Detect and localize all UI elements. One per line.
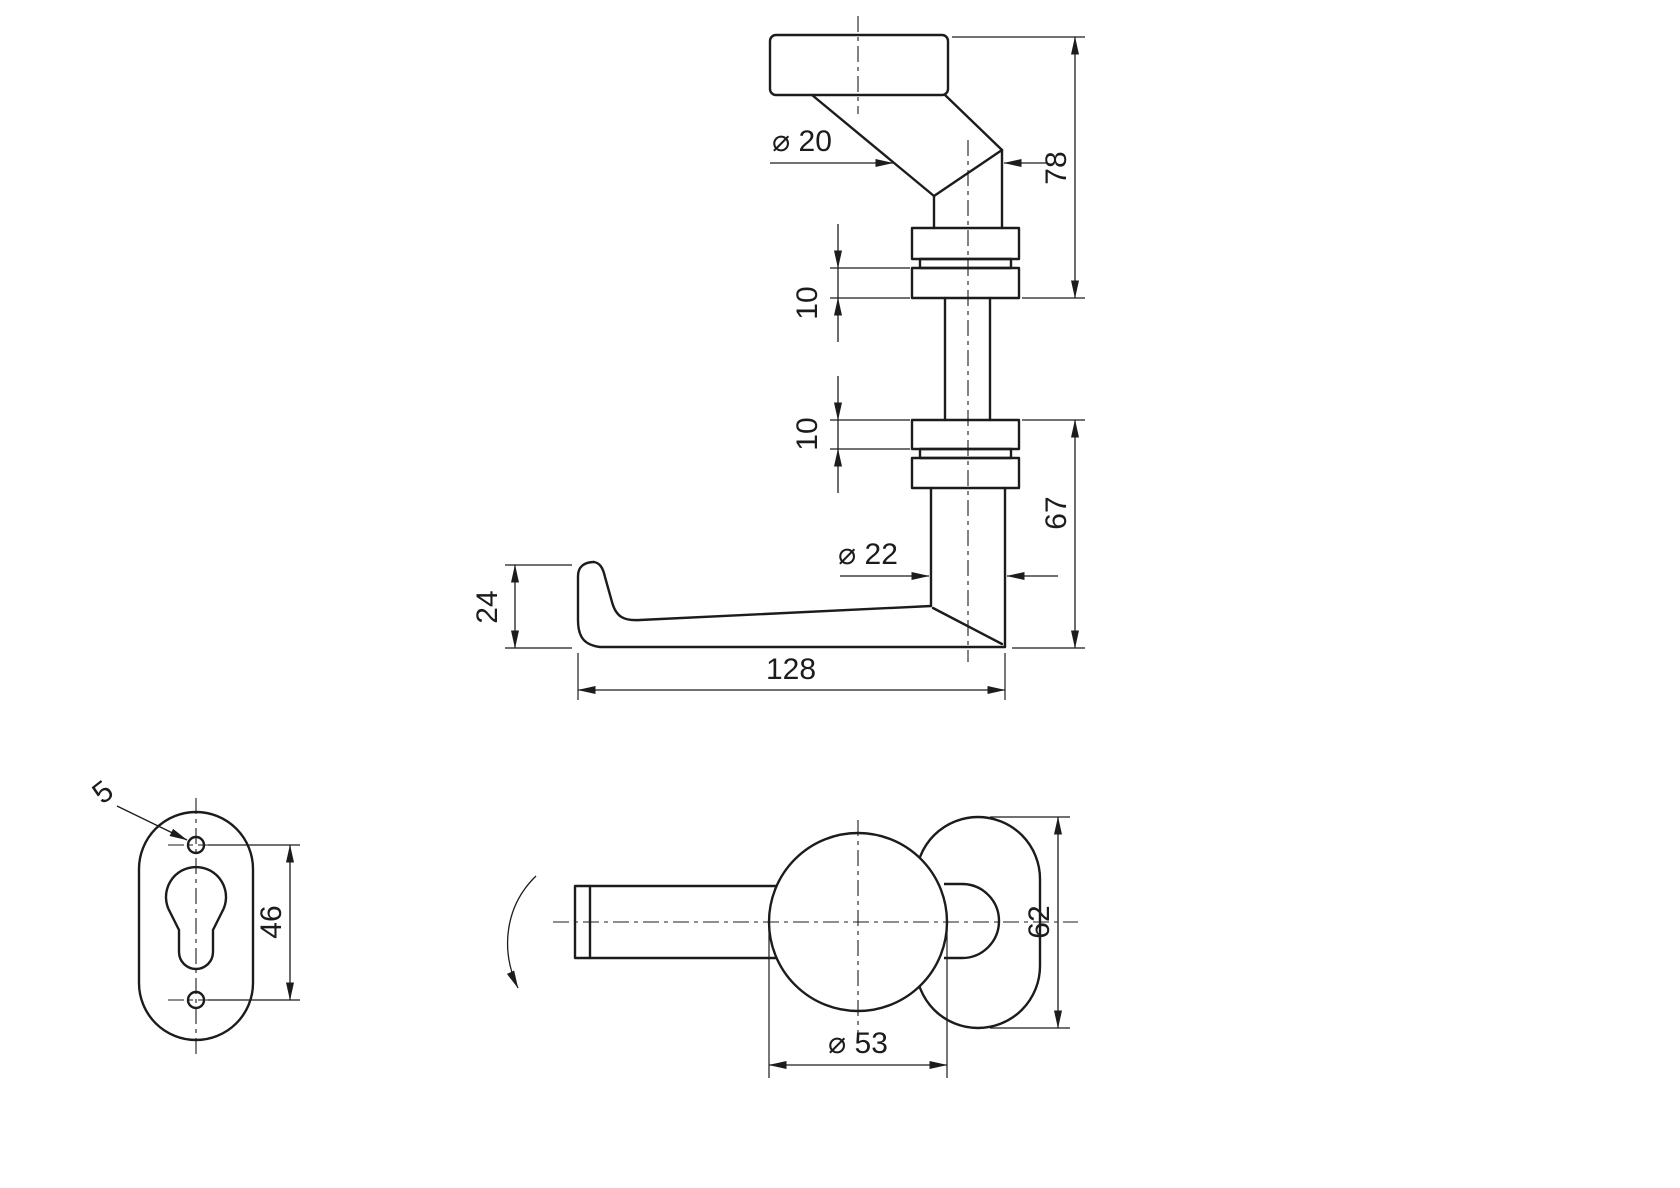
dim-shaft-diameter: ⌀ 22 [838,538,1058,580]
neck-left-edge [810,93,936,198]
dim-collar-upper: 10 [791,224,910,342]
middle-shaft [943,296,992,422]
neck-vertical-section [932,148,1004,230]
dim-label-lever-length: 128 [766,653,816,686]
lever-inner-edge [592,560,933,622]
dim-label-tip-height: 24 [471,590,504,623]
upper-groove [918,257,1013,270]
dim-label-collar-to-base: 67 [1040,496,1073,529]
dim-label-hole-spacing: 46 [255,905,288,938]
dim-screw-hole-diameter: 5 [86,774,188,841]
dim-rose-diameter: ⌀ 53 [768,930,948,1078]
dim-label-plate-height: 62 [1023,905,1056,938]
dim-label-rose-diameter: ⌀ 53 [828,1027,888,1060]
dim-label-neck-diameter: ⌀ 20 [772,125,832,158]
dim-label-screw-hole-diameter: 5 [86,774,119,810]
dim-lever-length: 128 [577,653,1006,700]
lower-flange-2 [910,456,1021,490]
dim-top-to-collar: 78 [952,36,1085,299]
dim-plate-height: 62 [990,816,1070,1029]
dim-hole-spacing: 46 [208,844,300,1001]
side-view: ⌀ 20 78 10 10 [471,16,1085,700]
dim-label-collar-upper: 10 [791,286,824,319]
lower-groove [918,447,1013,460]
neck-right-edge [943,93,1004,152]
dim-label-shaft-diameter: ⌀ 22 [838,538,898,571]
lower-flange-1 [910,418,1021,451]
upper-flange-1 [910,226,1021,261]
escutcheon-view: 5 46 [86,774,300,1054]
dim-collar-lower: 10 [791,376,910,493]
neck-boss-arc [944,882,1001,960]
grip-bar [768,33,950,97]
dim-label-collar-lower: 10 [791,417,824,450]
lever-outer-edge [576,560,1007,649]
base-cylinder [929,486,1007,649]
dim-tip-height: 24 [471,564,572,649]
dim-neck-diameter: ⌀ 20 [770,125,1046,167]
dim-label-top-to-collar: 78 [1040,151,1073,184]
rotation-arrow [506,875,537,989]
upper-flange-2 [910,266,1021,300]
euro-cylinder-cutout [164,865,228,971]
front-view: 62 ⌀ 53 [506,815,1078,1078]
dim-collar-to-base: 67 [1012,419,1085,649]
